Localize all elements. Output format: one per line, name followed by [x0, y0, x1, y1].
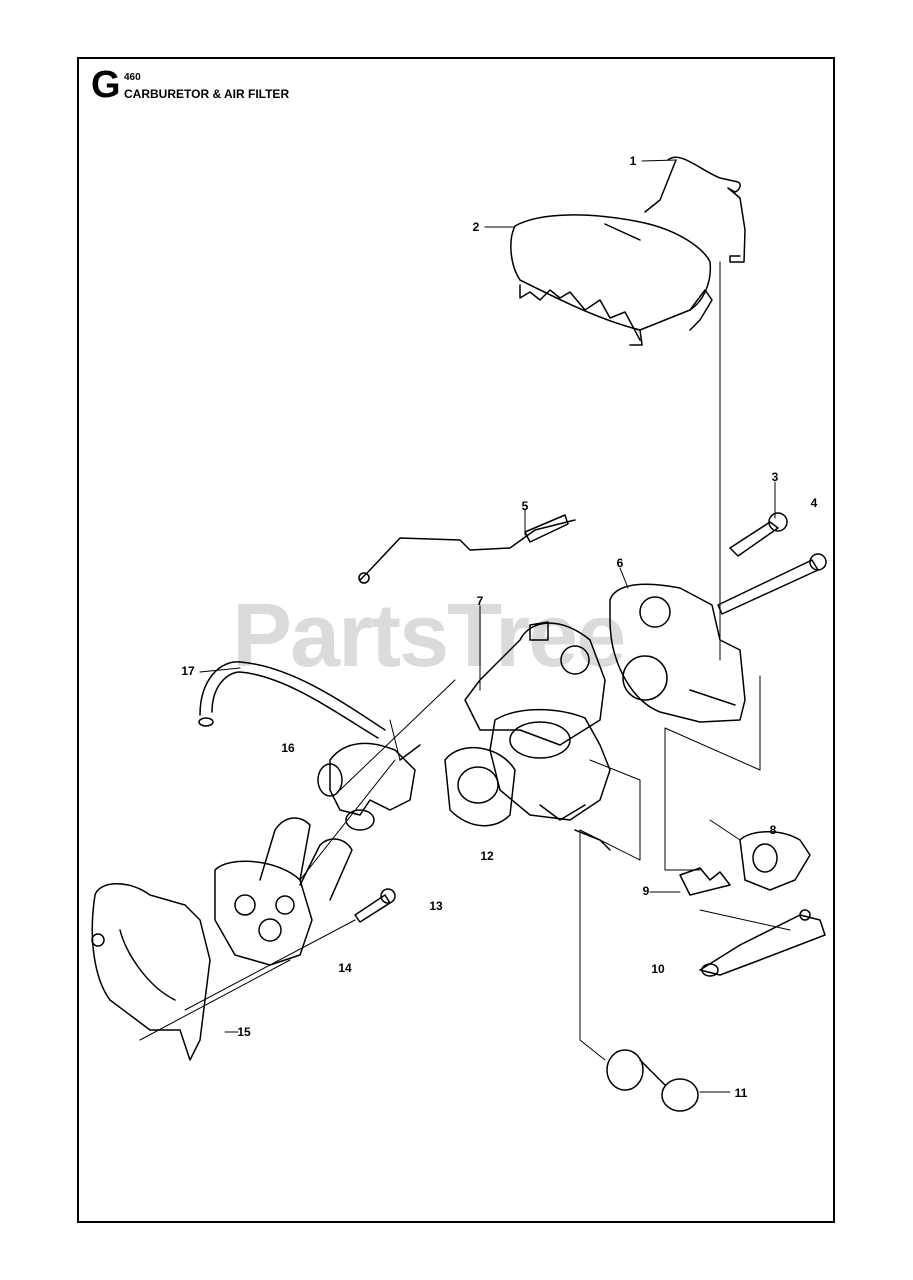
callout-5: 5 — [521, 499, 529, 513]
part-carburetor-body — [464, 621, 606, 746]
part-choke-rod — [358, 514, 576, 584]
callout-12: 12 — [480, 849, 494, 863]
callout-3: 3 — [771, 470, 779, 484]
part-air-filter-cover — [510, 214, 713, 346]
part-bracket — [739, 831, 811, 891]
part-carburetor-lower — [489, 708, 611, 851]
callout-7: 7 — [476, 594, 484, 608]
callout-1: 1 — [629, 154, 637, 168]
callout-17: 17 — [181, 664, 195, 678]
leader-lines — [139, 159, 791, 1093]
part-bolt-short — [729, 512, 788, 557]
part-lever — [699, 909, 826, 977]
diagram-title: CARBURETOR & AIR FILTER — [124, 87, 290, 101]
part-gasket — [444, 746, 516, 827]
diagram-frame — [77, 57, 835, 1223]
part-carburetor-housing — [609, 583, 746, 723]
callout-15: 15 — [237, 1025, 251, 1039]
part-clip — [679, 867, 731, 896]
watermark: PartsTree — [232, 586, 626, 686]
callout-9: 9 — [642, 884, 650, 898]
callout-6: 6 — [616, 556, 624, 570]
part-fuel-hose — [198, 661, 386, 739]
part-wire-clip — [644, 156, 746, 263]
part-screw — [354, 888, 396, 923]
part-cylinder-flange — [91, 883, 211, 1061]
callout-2: 2 — [472, 220, 480, 234]
section-letter: G — [91, 64, 121, 106]
callout-10: 10 — [651, 962, 665, 976]
callout-14: 14 — [338, 961, 352, 975]
model-number: 460 — [124, 72, 141, 83]
part-intake-elbow — [317, 742, 421, 831]
callout-11: 11 — [734, 1086, 748, 1100]
callout-16: 16 — [281, 741, 295, 755]
part-intake-manifold — [214, 817, 353, 966]
callout-13: 13 — [429, 899, 443, 913]
part-bolt-long — [717, 553, 827, 615]
part-grommet — [606, 1049, 699, 1112]
callout-8: 8 — [769, 823, 777, 837]
callout-4: 4 — [810, 496, 818, 510]
